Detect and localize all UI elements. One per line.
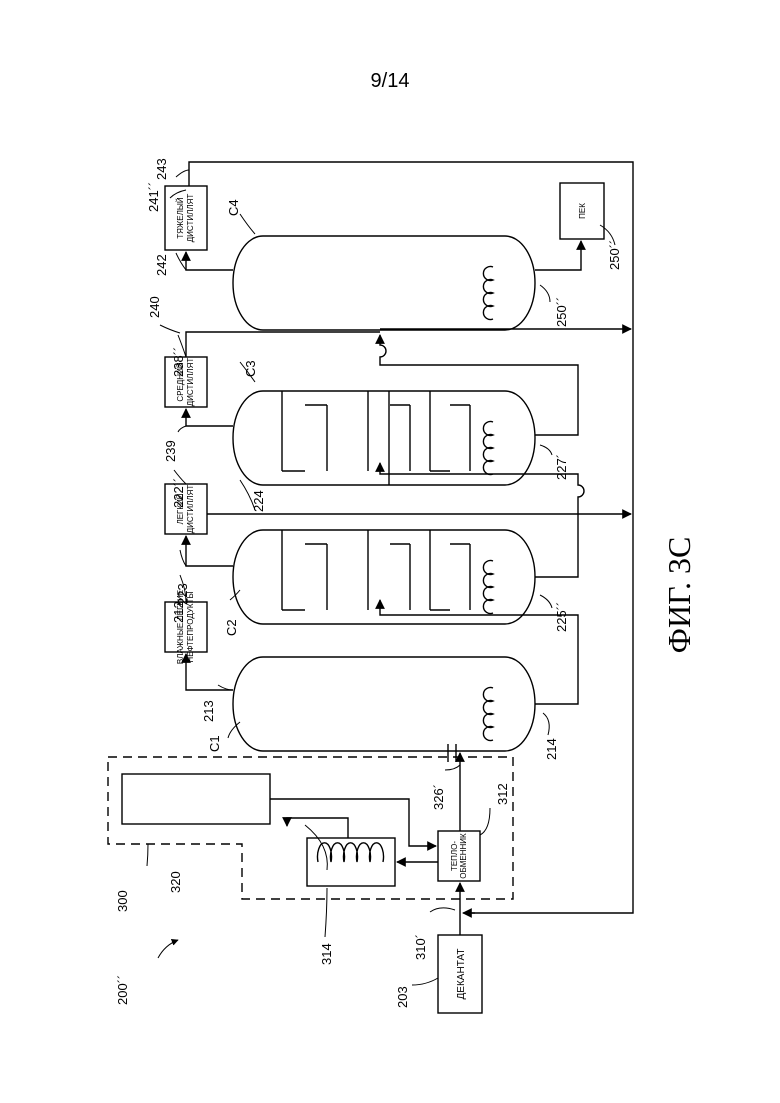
- ref-225: 225´´: [554, 602, 569, 632]
- heavy-distillate-label-line1: ТЯЖЕЛЫЙ: [176, 197, 185, 239]
- ref-243: 243: [154, 158, 169, 180]
- ref-320: 320: [168, 871, 183, 893]
- ref-326: 326´: [431, 784, 446, 810]
- ref-c4: C4: [226, 199, 241, 216]
- ref-312: 312: [495, 783, 510, 805]
- stream-250: [535, 241, 581, 270]
- light-distillate-label-line2: ДИСТИЛЛЯТ: [186, 485, 195, 534]
- ref-c1: C1: [207, 735, 222, 752]
- decantate-label: ДЕКАНТАТ: [456, 949, 467, 1000]
- flash-vessel-box: [122, 774, 270, 824]
- ref-224: 224: [251, 490, 266, 512]
- stream-heater-to-flash: [287, 818, 348, 838]
- ref-250-upper: 250´´: [607, 240, 622, 270]
- column-c3: [233, 391, 535, 485]
- ref-214: 214: [544, 738, 559, 760]
- ref-213: 213: [201, 700, 216, 722]
- trays-c3: [282, 391, 470, 485]
- ref-c3: C3: [243, 360, 258, 377]
- wet-light-oils-label-line2: НЕФТЕПРОДУКТЫ: [186, 591, 195, 662]
- ref-239: 239: [163, 440, 178, 462]
- column-c1: [233, 657, 535, 751]
- stream-239: [186, 409, 233, 426]
- stream-flash-to-exchanger: [270, 799, 436, 846]
- trays-c2: [282, 530, 470, 610]
- figure-label: ФИГ. 3С: [661, 537, 697, 654]
- reboiler-coil-c4: [483, 267, 493, 320]
- stream-223: [186, 536, 233, 566]
- ref-240: 240: [147, 296, 162, 318]
- wet-light-oils-label-line1: ВЛАЖНЫЕ ЛЕГКИЕ: [176, 590, 185, 664]
- ref-300: 300: [115, 890, 130, 912]
- ref-203: 203: [395, 986, 410, 1008]
- middle-distillate-label-line1: СРЕДНИЙ: [176, 362, 185, 401]
- column-c2: [233, 530, 535, 624]
- stream-242: [186, 252, 233, 270]
- ref-c2: C2: [224, 619, 239, 636]
- ref-242: 242: [154, 254, 169, 276]
- ref-241: 241´´: [146, 182, 161, 212]
- middle-distillate-label-line2: ДИСТИЛЛЯТ: [186, 358, 195, 407]
- recycle-line: [189, 162, 633, 913]
- heavy-distillate-label-line2: ДИСТИЛЛЯТ: [186, 194, 195, 243]
- stream-240: [186, 332, 380, 357]
- reboiler-coil-c2: [483, 561, 493, 614]
- ref-200: 200´´: [115, 975, 130, 1005]
- column-c4: [233, 236, 535, 330]
- box-captions: ДЕКАНТАТ ТЕПЛО- ОБМЕННИК ВЛАЖНЫЕ ЛЕГКИЕ …: [176, 194, 587, 1000]
- light-distillate-label-line1: ЛЕГКИЙ: [176, 493, 185, 524]
- heat-exchanger-label-line1: ТЕПЛО-: [450, 841, 459, 871]
- pitch-label: ПЕК: [578, 203, 587, 219]
- ref-227: 227´: [554, 454, 569, 480]
- stream-214: [380, 600, 578, 704]
- reboiler-coil-c1: [483, 688, 493, 741]
- ref-310: 310´: [413, 934, 428, 960]
- ref-250-lower: 250´´: [554, 297, 569, 327]
- reboiler-coil-c3: [483, 421, 493, 474]
- ref-314: 314: [319, 943, 334, 965]
- heat-exchanger-label-line2: ОБМЕННИК: [459, 833, 468, 879]
